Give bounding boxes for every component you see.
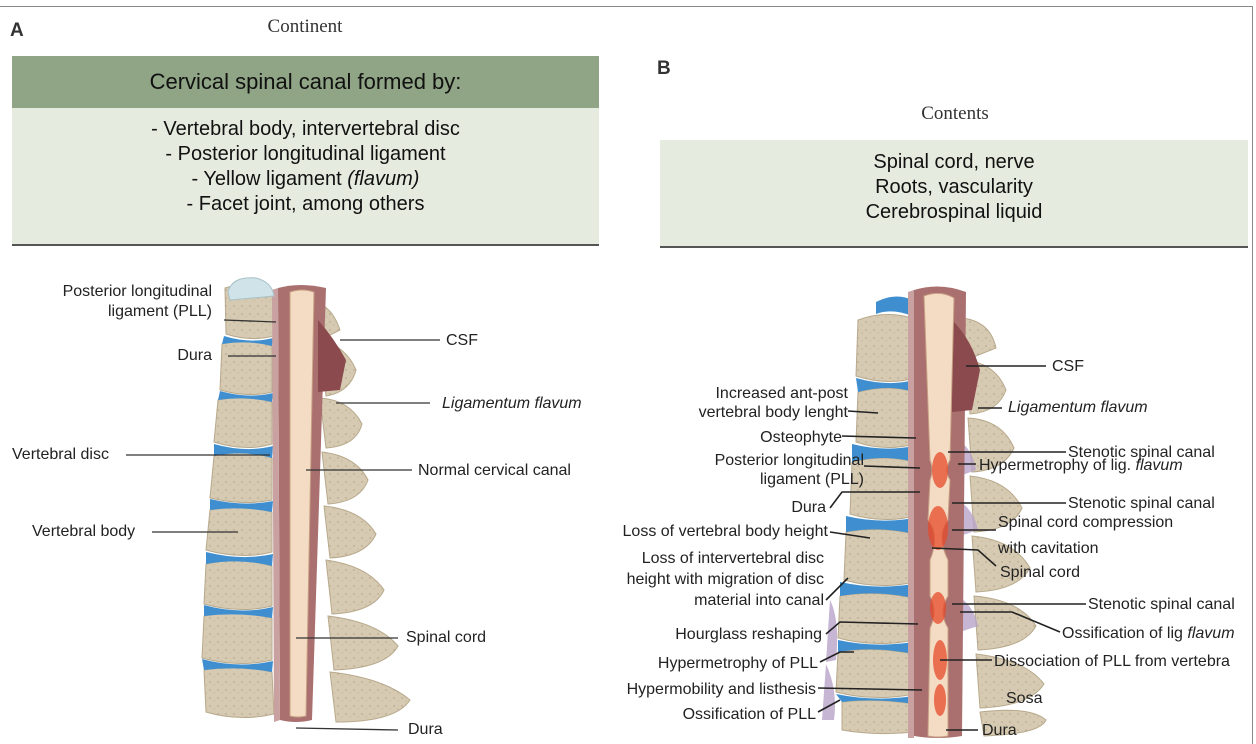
- label-pll-b-line2: ligament (PLL): [660, 470, 864, 489]
- label-inc-ap-line1: Increased ant-post: [660, 384, 848, 403]
- label-hyper-pll: Hypermetrophy of PLL: [600, 654, 818, 673]
- label-osteophyte: Osteophyte: [700, 428, 842, 447]
- label-pll-b-line1: Posterior longitudinal: [660, 451, 864, 470]
- label-hyper-lig-text: Hypermetrophy of lig.: [979, 457, 1136, 474]
- label-dura-b: Dura: [760, 498, 826, 517]
- label-stenotic-2: Stenotic spinal canal: [1068, 494, 1215, 513]
- label-hourglass: Hourglass reshaping: [600, 625, 822, 644]
- label-cavitation: with cavitation: [998, 539, 1099, 558]
- label-pll-a-line2: ligament (PLL): [30, 302, 212, 321]
- label-loss-disc-line3: material into canal: [600, 591, 824, 610]
- label-loss-disc-line1: Loss of intervertebral disc: [600, 549, 824, 568]
- label-ossif-lig-flavum: Ossification of lig flavum: [1062, 624, 1235, 643]
- label-spinal-cord-b: Spinal cord: [1000, 563, 1080, 582]
- label-normal-canal-a: Normal cervical canal: [418, 461, 571, 480]
- label-stenotic-3: Stenotic spinal canal: [1088, 595, 1235, 614]
- label-dura-bottom-a: Dura: [408, 720, 443, 739]
- label-inc-ap-line2: vertebral body lenght: [660, 403, 848, 422]
- label-loss-disc-line2: height with migration of disc: [600, 570, 824, 589]
- label-vertebral-disc-a: Vertebral disc: [12, 445, 109, 464]
- label-pll-a-line1: Posterior longitudinal: [30, 282, 212, 301]
- label-ossif-lig-text: Ossification of lig: [1062, 625, 1187, 642]
- label-dura-bottom-b: Dura: [982, 721, 1017, 740]
- label-loss-vert-height: Loss of vertebral body height: [600, 522, 828, 541]
- label-spinal-cord-a: Spinal cord: [406, 628, 486, 647]
- label-hyper-lig-italic: flavum: [1136, 457, 1183, 474]
- label-lig-flavum-b: Ligamentum flavum: [1008, 398, 1148, 417]
- atlas-fragment: [228, 278, 274, 300]
- label-dissociation: Dissociation of PLL from vertebra: [994, 652, 1230, 671]
- label-csf-b: CSF: [1052, 357, 1084, 376]
- label-dura-top-a: Dura: [140, 346, 212, 365]
- label-csf-a: CSF: [446, 331, 478, 350]
- normal-spine-illustration: [202, 278, 410, 722]
- label-vertebral-body-a: Vertebral body: [32, 522, 135, 541]
- pll-band-b: [908, 290, 914, 738]
- label-ossif-pll: Ossification of PLL: [600, 705, 816, 724]
- label-hypermobility: Hypermobility and listhesis: [600, 680, 816, 699]
- label-ossif-lig-italic: flavum: [1187, 625, 1234, 642]
- label-cord-compression: Spinal cord compression: [998, 513, 1173, 532]
- label-sosa: Sosa: [1006, 689, 1042, 708]
- label-hyper-lig-flavum: Hypermetrophy of lig. flavum: [979, 456, 1183, 475]
- label-lig-flavum-a: Ligamentum flavum: [442, 394, 582, 413]
